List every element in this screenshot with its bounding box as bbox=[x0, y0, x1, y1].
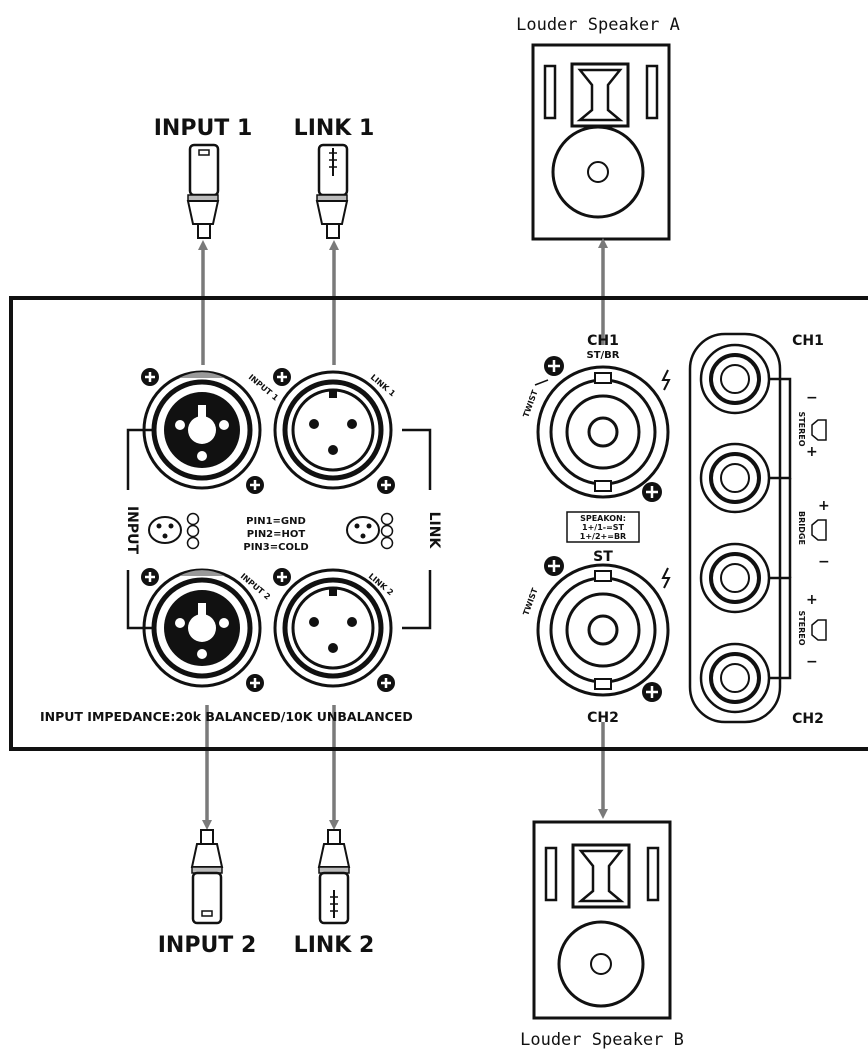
link1-xlr-jack bbox=[273, 370, 393, 490]
speaker-b-tweeter bbox=[571, 843, 631, 909]
binding-post-terminal bbox=[699, 442, 771, 514]
speaker-symbol-icon bbox=[811, 519, 827, 541]
speakon-legend-line1: 1+/1-=ST bbox=[582, 523, 625, 532]
speakon-legend-box bbox=[566, 511, 640, 543]
binding-post-block bbox=[688, 332, 782, 724]
speaker-a-cabinet bbox=[531, 43, 671, 241]
speaker-a-woofer bbox=[551, 125, 645, 219]
polarity-minus: − bbox=[806, 390, 818, 406]
binding-post-ch2-label: CH2 bbox=[792, 711, 824, 727]
polarity-minus: − bbox=[806, 654, 818, 670]
binding-post-terminal bbox=[699, 642, 771, 714]
input2-combo-jack bbox=[142, 568, 262, 688]
input-side-label: INPUT bbox=[124, 506, 140, 555]
twist-arrow-icon bbox=[534, 379, 549, 386]
speaker-symbol-icon bbox=[811, 619, 827, 641]
twist-label-ch1: TWIST bbox=[521, 388, 539, 418]
speakon-ch2-connector bbox=[536, 563, 670, 697]
link2-xlr-jack bbox=[273, 568, 393, 688]
speaker-a-label: Louder Speaker A bbox=[516, 15, 680, 35]
amplifier-rear-panel bbox=[9, 296, 868, 751]
bridge-label: BRIDGE bbox=[797, 511, 806, 545]
pin1-label: PIN1=GND bbox=[246, 516, 306, 527]
speakon-ch2-label: CH2 bbox=[587, 710, 619, 726]
speakon-screw-icon bbox=[544, 356, 662, 702]
input2-plug bbox=[190, 829, 224, 925]
polarity-plus: + bbox=[806, 592, 818, 608]
lightning-icon bbox=[661, 567, 671, 589]
link2-plug bbox=[317, 829, 351, 925]
plug-input1-label: INPUT 1 bbox=[154, 116, 253, 141]
polarity-plus: + bbox=[818, 498, 830, 514]
input-impedance-label: INPUT IMPEDANCE:20k BALANCED/10K UNBALAN… bbox=[40, 709, 413, 724]
plug-input2-label: INPUT 2 bbox=[158, 933, 257, 958]
speakon-ch1-connector bbox=[536, 365, 670, 499]
binding-post-terminal bbox=[699, 542, 771, 614]
lightning-icon bbox=[661, 369, 671, 391]
speakon-ch1-label: CH1 bbox=[587, 333, 619, 349]
xlr-pinout-icon-left bbox=[148, 512, 200, 550]
speakon-ch1-mode-label: ST/BR bbox=[587, 350, 620, 361]
pin3-label: PIN3=COLD bbox=[243, 542, 308, 553]
polarity-plus: + bbox=[806, 444, 818, 460]
pin2-label: PIN2=HOT bbox=[247, 529, 306, 540]
stereo-label-top: STEREO bbox=[797, 411, 806, 446]
jack-link1-label: LINK 1 bbox=[369, 373, 398, 399]
speaker-symbol-icon bbox=[811, 419, 827, 441]
plug-link1-label: LINK 1 bbox=[294, 116, 375, 141]
speaker-b-cabinet bbox=[532, 820, 672, 1020]
link-side-label: LINK bbox=[426, 512, 442, 550]
polarity-minus: − bbox=[818, 554, 830, 570]
link1-plug bbox=[315, 143, 349, 239]
speaker-b-woofer bbox=[557, 920, 645, 1008]
plug-link2-label: LINK 2 bbox=[294, 933, 375, 958]
input1-plug bbox=[186, 143, 220, 239]
input1-combo-jack bbox=[142, 370, 262, 490]
binding-post-terminal bbox=[699, 343, 771, 415]
stereo-label-bottom: STEREO bbox=[797, 610, 806, 645]
twist-label-ch2: TWIST bbox=[521, 586, 539, 616]
speaker-b-label: Louder Speaker B bbox=[520, 1030, 684, 1050]
speakon-legend-title: SPEAKON: bbox=[580, 514, 626, 523]
speakon-st-label: ST bbox=[593, 549, 613, 565]
speakon-legend-line2: 1+/2+=BR bbox=[580, 532, 626, 541]
binding-post-ch1-label: CH1 bbox=[792, 333, 824, 349]
xlr-pinout-icon-right bbox=[346, 512, 394, 550]
mounting-screw-icon bbox=[141, 368, 395, 692]
